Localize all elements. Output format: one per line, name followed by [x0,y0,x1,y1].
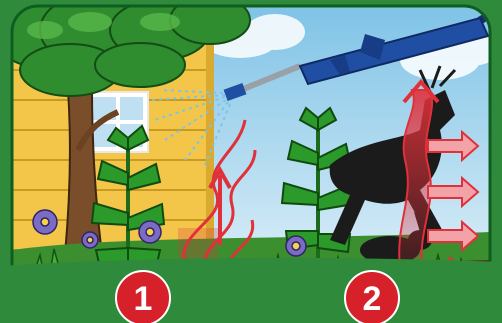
badge-label-1: 1 [134,280,153,318]
bottom-band [0,258,502,323]
badge-label-2: 2 [363,280,382,318]
step-badge-2: 2 [345,271,399,323]
step-badge-1: 1 [116,271,170,323]
